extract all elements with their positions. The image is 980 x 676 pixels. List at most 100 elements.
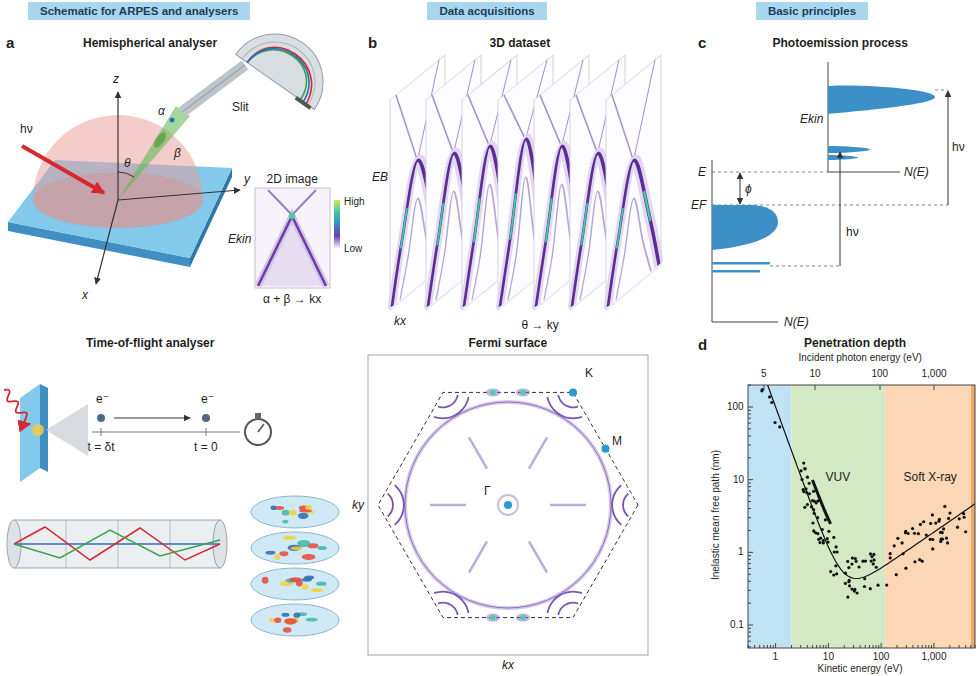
electron-dot xyxy=(97,414,105,422)
x-tick xyxy=(872,645,873,648)
x-tick xyxy=(897,645,898,648)
intensity-blob xyxy=(310,588,323,592)
hemisphere-body xyxy=(236,15,342,109)
data-point xyxy=(817,538,820,541)
intensity-blob xyxy=(306,618,318,622)
photon-energy-arrow xyxy=(840,152,841,266)
x-tick xyxy=(922,645,923,648)
x-tick xyxy=(933,643,934,648)
x-tick xyxy=(975,645,976,648)
intensity-blob xyxy=(281,613,289,617)
detector-disc xyxy=(251,532,339,564)
panel-title: Fermi surface xyxy=(469,336,548,350)
x-tick xyxy=(918,645,919,648)
symbol-label: β xyxy=(174,146,181,160)
tof-scheme xyxy=(4,384,339,636)
x-tick xyxy=(970,645,971,648)
data-point xyxy=(931,513,934,516)
symbol-label: Ekin xyxy=(228,232,251,246)
data-point xyxy=(832,573,835,576)
x-tick xyxy=(770,645,771,648)
symbol-label: ϕ xyxy=(745,182,752,196)
z-axis xyxy=(117,92,118,200)
data-point xyxy=(800,478,803,481)
annotation-label: Γ xyxy=(484,484,491,498)
detector xyxy=(295,96,312,110)
data-point xyxy=(832,536,835,539)
x-tick xyxy=(876,645,877,648)
data-point xyxy=(826,537,829,540)
data-point xyxy=(813,500,816,503)
data-point xyxy=(904,567,907,570)
y-tick xyxy=(748,385,751,386)
data-point xyxy=(812,508,815,511)
data-point xyxy=(835,550,838,553)
data-point xyxy=(907,532,910,535)
valence-spectrum xyxy=(828,86,935,114)
axis-text: 100 xyxy=(872,368,889,380)
lower-axes xyxy=(712,160,778,322)
data-point xyxy=(889,552,892,555)
intensity-blob xyxy=(283,627,292,633)
x-tick xyxy=(759,645,760,648)
data-point xyxy=(946,541,949,544)
intensity-blob xyxy=(298,513,309,519)
x-tick xyxy=(823,645,824,648)
data-point xyxy=(895,573,898,576)
x-tick xyxy=(800,645,801,648)
x-tick xyxy=(949,645,950,648)
x-tick xyxy=(828,643,829,648)
x-tick xyxy=(820,645,821,648)
kinetic-level xyxy=(935,90,948,91)
trajectory-green xyxy=(14,530,220,558)
data-point xyxy=(919,523,922,526)
x-tick xyxy=(775,643,776,648)
data-point xyxy=(803,506,806,509)
data-point xyxy=(925,533,928,536)
fermi-surface-map xyxy=(368,355,648,655)
soft-xray-band xyxy=(885,385,975,648)
y-tick xyxy=(748,501,751,502)
data-point xyxy=(822,541,825,544)
fermi-contour xyxy=(405,402,611,608)
hotspot-halo xyxy=(486,388,500,396)
detector-disc xyxy=(251,568,339,600)
annotation-label: VUV xyxy=(826,470,851,484)
x-tick xyxy=(881,643,882,648)
intensity-blob xyxy=(289,510,297,516)
data-point xyxy=(850,562,853,565)
hemispherical-scheme xyxy=(8,15,342,288)
band-line xyxy=(258,216,326,286)
symbol-label: θ xyxy=(124,156,131,170)
x-tick xyxy=(860,645,861,648)
stopwatch-button xyxy=(255,413,261,418)
data-point xyxy=(870,555,873,558)
x-tick xyxy=(791,645,792,648)
y-tick xyxy=(748,646,751,647)
chart-frame xyxy=(748,385,975,648)
x-tick xyxy=(754,645,755,648)
y-tick xyxy=(748,457,751,458)
intensity-blob xyxy=(299,509,312,512)
chart-content xyxy=(758,385,975,599)
panel-title: Penetration depth xyxy=(804,336,906,350)
hotspot-halo xyxy=(516,614,530,622)
uv-band xyxy=(748,385,791,648)
photon-energy-arrow xyxy=(948,91,949,205)
k-pocket xyxy=(558,603,578,615)
data-point xyxy=(855,591,858,594)
data-point xyxy=(913,532,916,535)
data-point xyxy=(943,505,946,508)
k-pocket xyxy=(438,603,458,615)
data-point xyxy=(963,516,966,519)
y-tick xyxy=(748,508,751,509)
y-tick xyxy=(748,435,751,436)
drift-tube xyxy=(14,520,220,568)
time-axis xyxy=(92,432,240,433)
data-point xyxy=(811,521,814,524)
hemisphere xyxy=(234,15,342,112)
intensity-blob xyxy=(293,613,300,618)
x-tick xyxy=(869,645,870,648)
axis-text: High xyxy=(344,196,365,208)
